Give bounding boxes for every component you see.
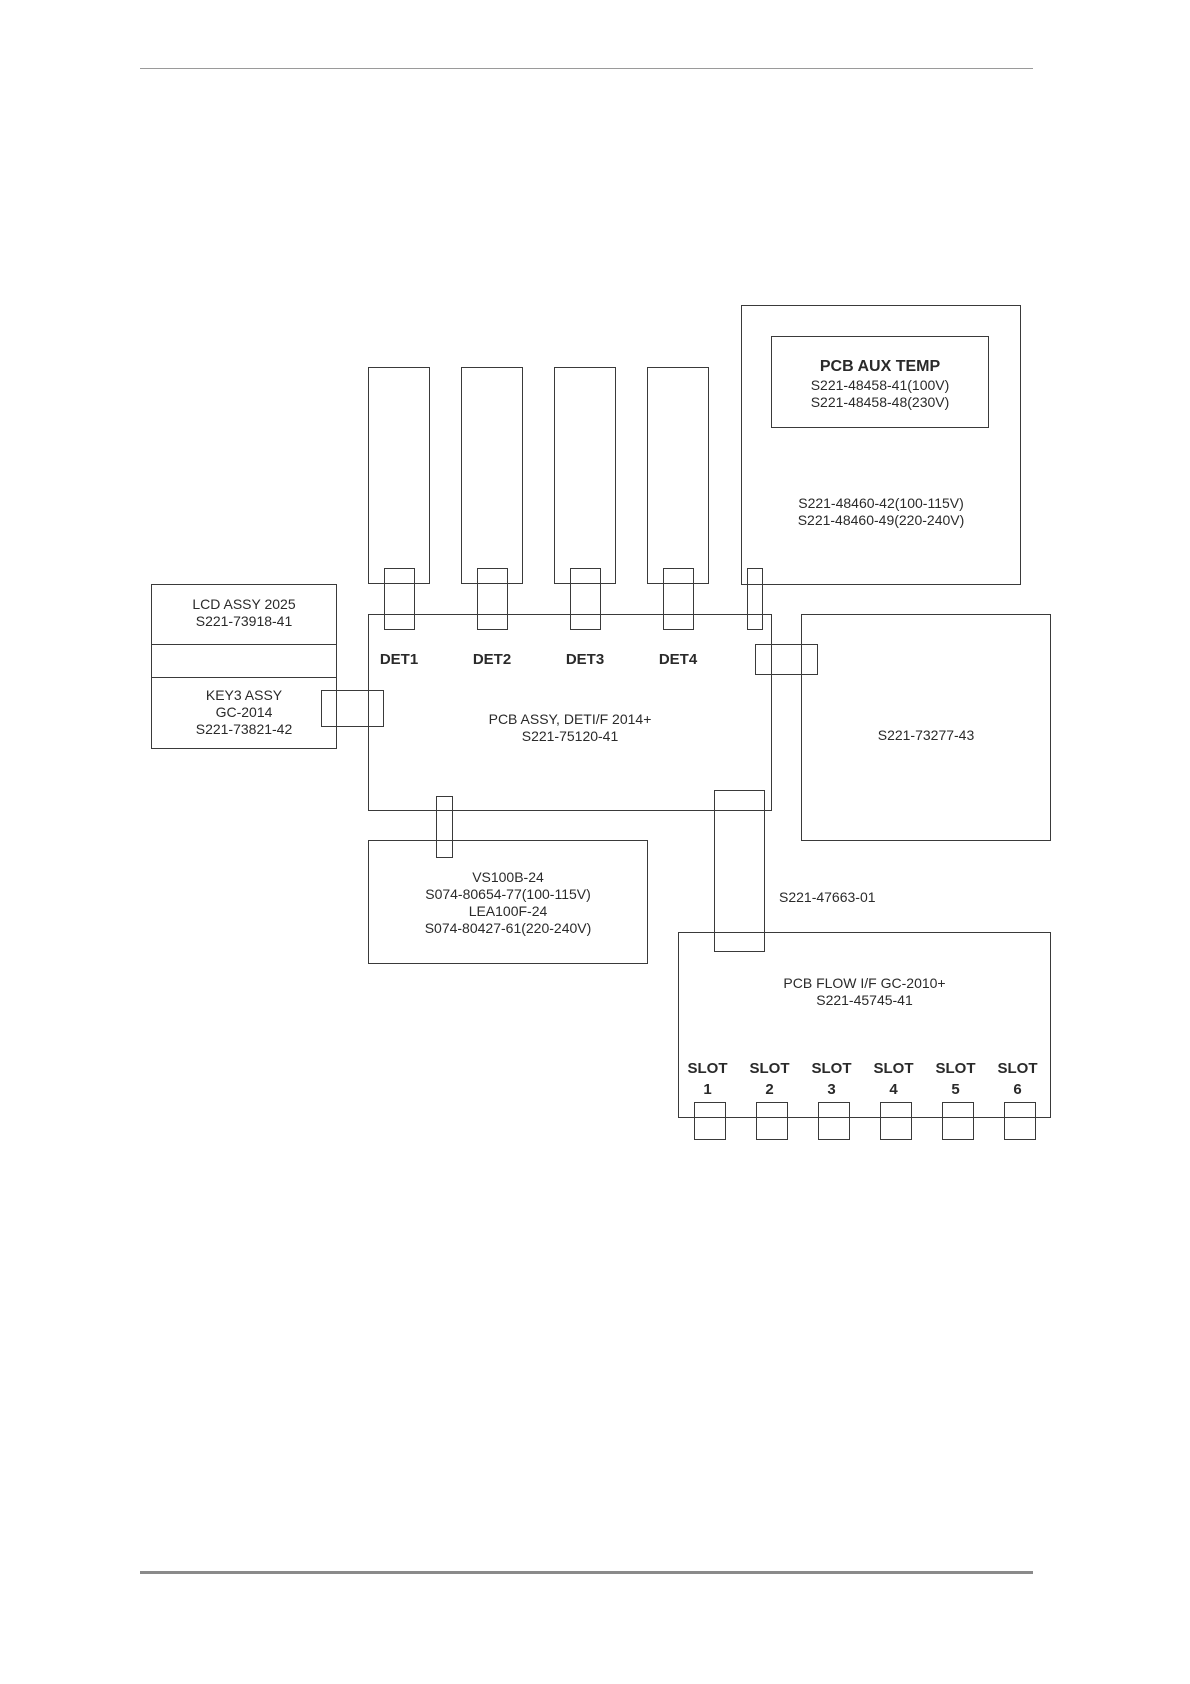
pcb-aux-temp-text: PCB AUX TEMP S221-48458-41(100V) S221-48… xyxy=(771,358,989,411)
power-supply-part-100-115v: S074-80654-77(100-115V) xyxy=(425,886,591,902)
pcb-aux-temp-part-100v: S221-48458-41(100V) xyxy=(810,377,950,393)
slot-6-label: SLOT 6 xyxy=(989,1058,1046,1100)
slot-2-word: SLOT xyxy=(749,1060,790,1077)
aux-temp-connector xyxy=(747,568,763,630)
aux-temp-unit-box xyxy=(741,305,1021,585)
det4-connector xyxy=(663,568,694,630)
slot-6-word: SLOT xyxy=(997,1060,1038,1077)
power-supply-connector xyxy=(436,796,453,858)
slot-3-word: SLOT xyxy=(811,1060,852,1077)
slot-5-connector xyxy=(942,1102,974,1140)
aux-unit-part-numbers: S221-48460-42(100-115V) S221-48460-49(22… xyxy=(741,495,1021,529)
slot-1-word: SLOT xyxy=(687,1060,728,1077)
detector-slot-1 xyxy=(368,367,430,584)
pcb-aux-temp-box xyxy=(771,336,989,428)
header-rule xyxy=(140,68,1033,69)
slot-3-connector xyxy=(818,1102,850,1140)
key3-assy-text: KEY3 ASSY GC-2014 S221-73821-42 xyxy=(151,687,337,738)
slot-6-connector xyxy=(1004,1102,1036,1140)
det1-label: DET1 xyxy=(379,651,419,668)
flow-cable xyxy=(714,790,765,952)
key3-assy-part: S221-73821-42 xyxy=(195,721,293,737)
det3-connector xyxy=(570,568,601,630)
aux-unit-part-100-115v: S221-48460-42(100-115V) xyxy=(798,495,964,511)
detector-slot-4 xyxy=(647,367,709,584)
detector-slot-2 xyxy=(461,367,523,584)
pcb-aux-temp-title: PCB AUX TEMP xyxy=(819,358,941,375)
det4-label: DET4 xyxy=(658,651,698,668)
slot-1-connector xyxy=(694,1102,726,1140)
det1-connector xyxy=(384,568,415,630)
slot-1-label: SLOT 1 xyxy=(679,1058,736,1100)
key3-assy-box xyxy=(151,677,337,749)
slot-4-label: SLOT 4 xyxy=(865,1058,922,1100)
slot-3-number: 3 xyxy=(827,1081,836,1098)
lcd-assy-part: S221-73918-41 xyxy=(195,613,293,629)
right-module-box xyxy=(801,614,1051,841)
detector-slot-3 xyxy=(554,367,616,584)
aux-unit-part-220-240v: S221-48460-49(220-240V) xyxy=(797,512,965,528)
slot-2-connector xyxy=(756,1102,788,1140)
lcd-assy-text: LCD ASSY 2025 S221-73918-41 xyxy=(151,596,337,630)
main-pcb-title: PCB ASSY, DETI/F 2014+ xyxy=(488,711,652,727)
right-module-connector xyxy=(755,644,818,675)
flow-pcb-title: PCB FLOW I/F GC-2010+ xyxy=(783,975,946,991)
det2-label: DET2 xyxy=(472,651,512,668)
main-pcb-part: S221-75120-41 xyxy=(521,728,619,744)
slot-2-label: SLOT 2 xyxy=(741,1058,798,1100)
power-supply-part-220-240v: S074-80427-61(220-240V) xyxy=(424,920,592,936)
det2-connector xyxy=(477,568,508,630)
power-supply-model-1: VS100B-24 xyxy=(472,869,544,885)
slot-2-number: 2 xyxy=(765,1081,774,1098)
key3-connector xyxy=(321,690,384,727)
slot-5-number: 5 xyxy=(951,1081,960,1098)
slot-1-number: 1 xyxy=(703,1081,712,1098)
key3-assy-model: GC-2014 xyxy=(215,704,273,720)
pcb-aux-temp-part-230v: S221-48458-48(230V) xyxy=(810,394,950,410)
slot-4-number: 4 xyxy=(889,1081,898,1098)
slot-5-word: SLOT xyxy=(935,1060,976,1077)
flow-pcb-box xyxy=(678,932,1051,1118)
flow-pcb-text: PCB FLOW I/F GC-2010+ S221-45745-41 xyxy=(678,975,1051,1009)
right-module-part: S221-73277-43 xyxy=(877,727,975,743)
slot-6-number: 6 xyxy=(1013,1081,1022,1098)
slot-3-label: SLOT 3 xyxy=(803,1058,860,1100)
lcd-key-spacer-box xyxy=(151,644,337,678)
slot-4-connector xyxy=(880,1102,912,1140)
det3-label: DET3 xyxy=(565,651,605,668)
slot-4-word: SLOT xyxy=(873,1060,914,1077)
footer-rule xyxy=(140,1571,1033,1574)
main-pcb-text: PCB ASSY, DETI/F 2014+ S221-75120-41 xyxy=(470,711,670,745)
flow-pcb-part: S221-45745-41 xyxy=(816,992,913,1008)
slot-5-label: SLOT 5 xyxy=(927,1058,984,1100)
lcd-assy-title: LCD ASSY 2025 xyxy=(192,596,296,612)
power-supply-box xyxy=(368,840,648,964)
flow-cable-part: S221-47663-01 xyxy=(779,889,876,905)
power-supply-model-2: LEA100F-24 xyxy=(468,903,548,919)
power-supply-text: VS100B-24 S074-80654-77(100-115V) LEA100… xyxy=(368,869,648,937)
key3-assy-title: KEY3 ASSY xyxy=(205,687,283,703)
